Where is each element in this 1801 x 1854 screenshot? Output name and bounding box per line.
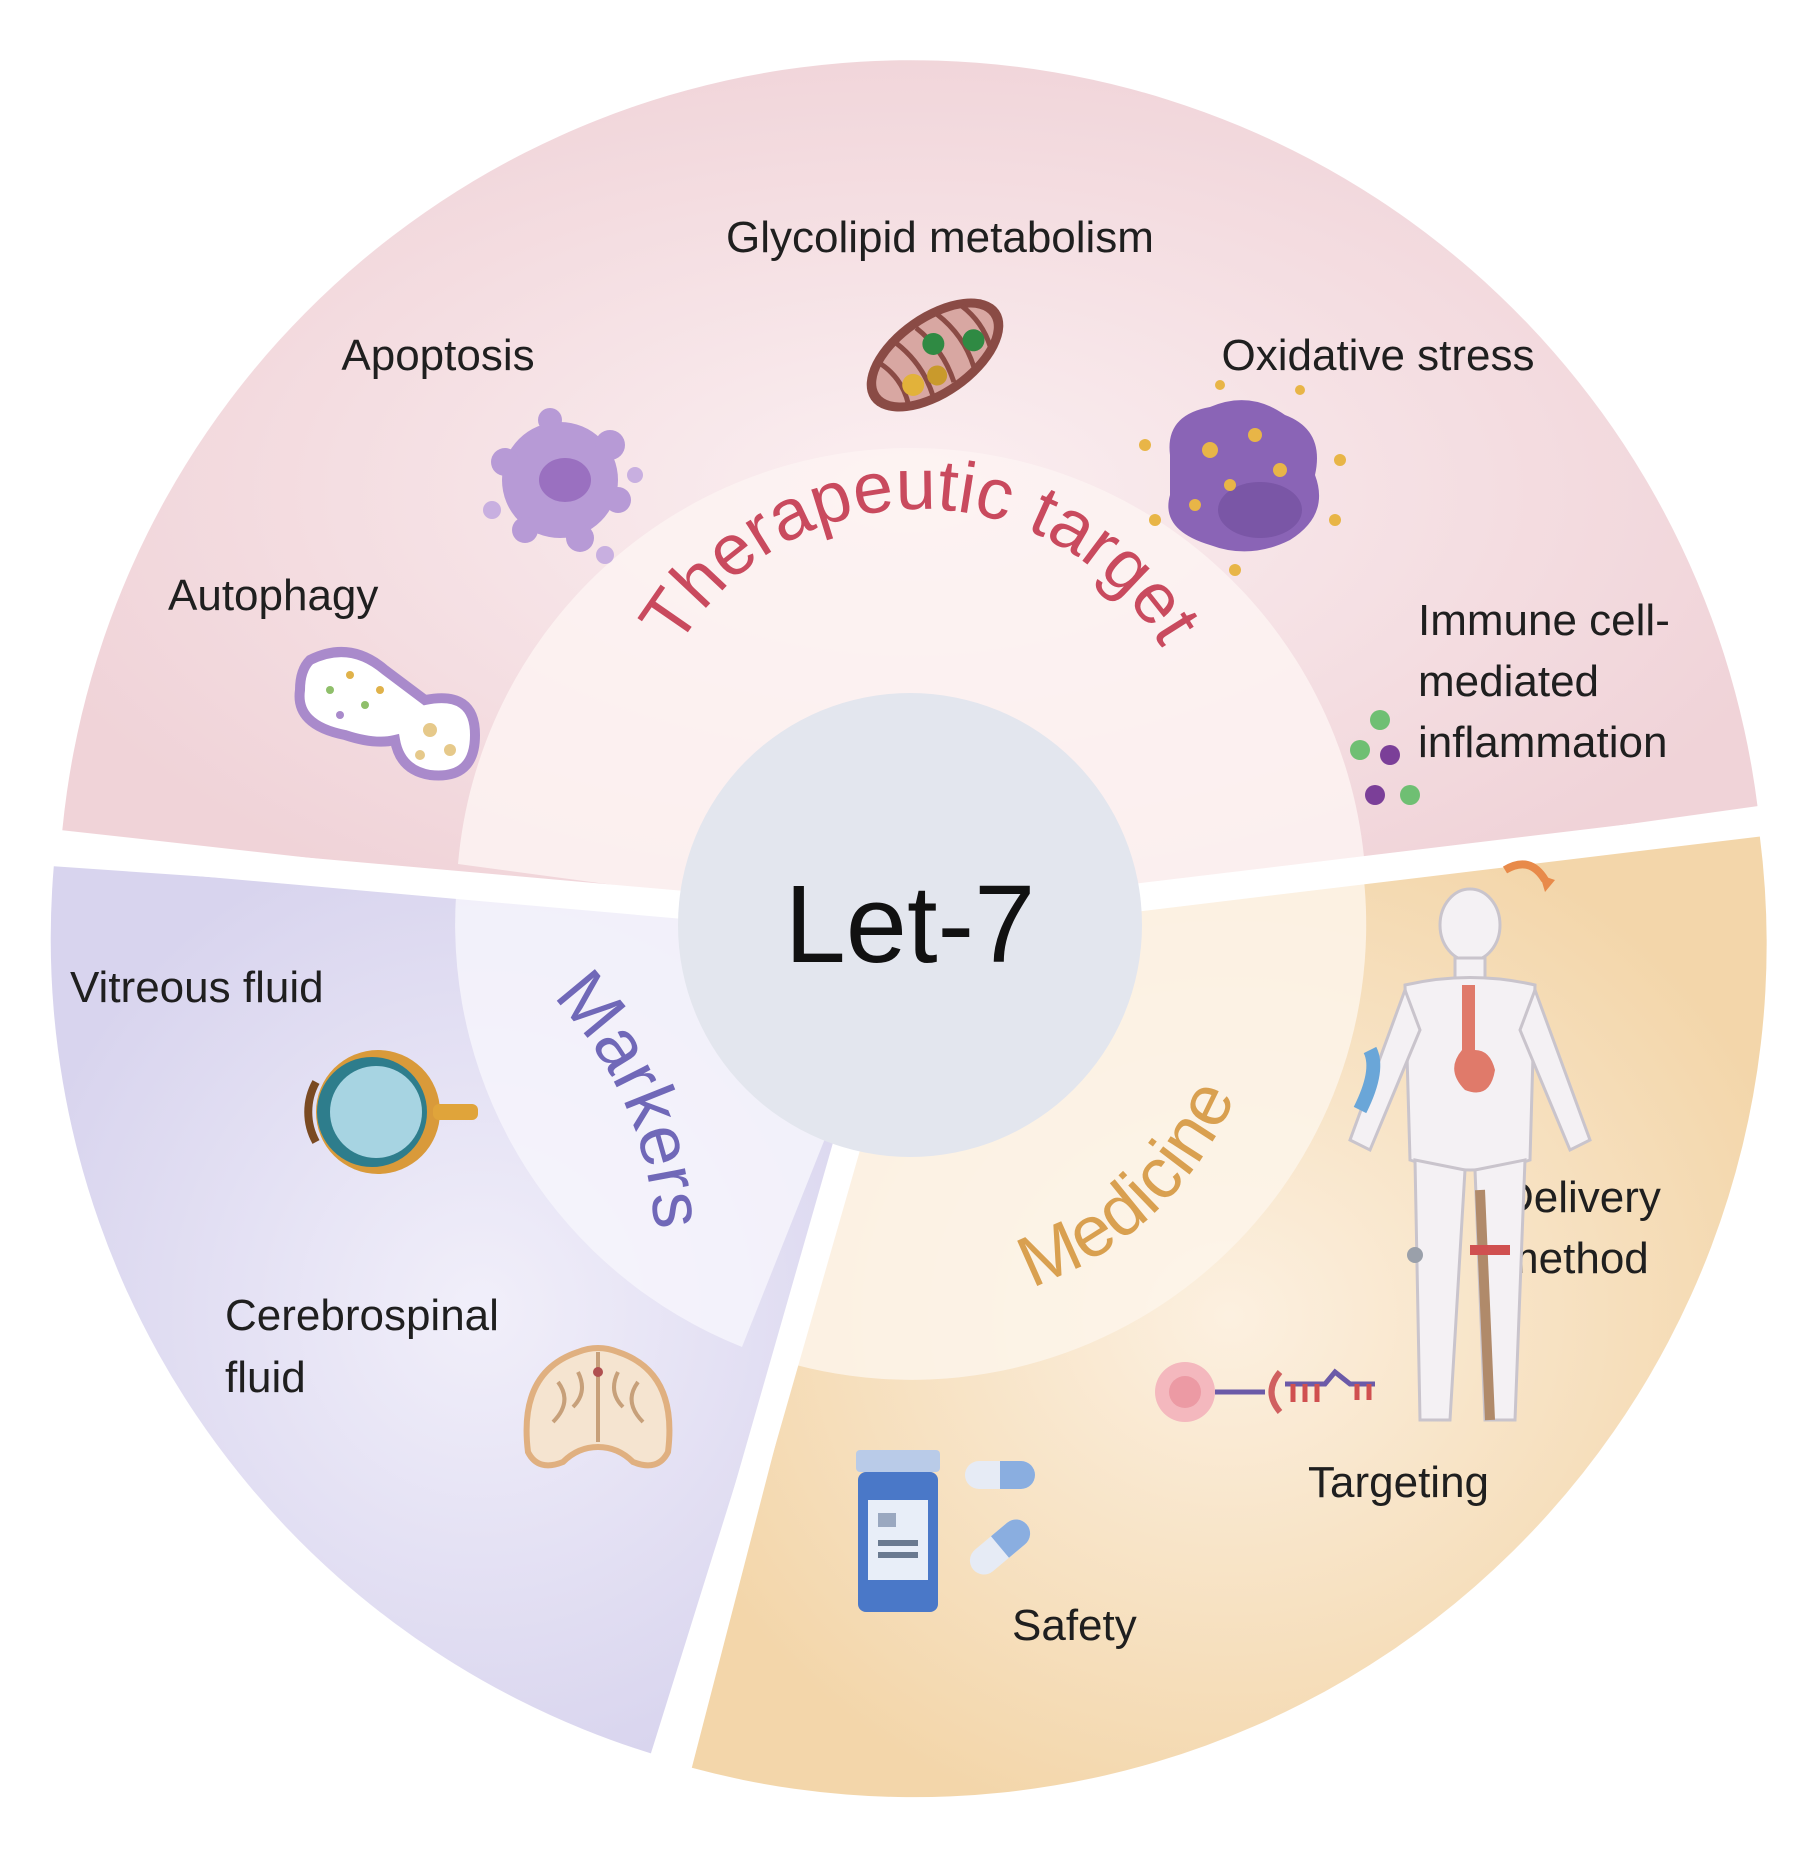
label-vitreous: Vitreous fluid (70, 963, 324, 1012)
therapeutic-inner-ring (458, 447, 1364, 925)
label-apoptosis: Apoptosis (341, 331, 534, 380)
label-csf-2: fluid (225, 1353, 306, 1402)
label-immune-1: Immune cell- (1418, 596, 1670, 645)
human-body-icon (1348, 860, 1592, 1422)
label-oxidative: Oxidative stress (1222, 331, 1535, 380)
center-label: Let-7 (785, 863, 1036, 986)
label-safety: Safety (1012, 1601, 1137, 1650)
label-csf-1: Cerebrospinal (225, 1291, 499, 1340)
label-delivery-2: method (1502, 1234, 1649, 1283)
targeting-molecule-icon (1155, 1362, 1375, 1422)
label-delivery-1: Delivery (1502, 1173, 1661, 1222)
mitochondrion-icon (866, 298, 1004, 412)
label-glycolipid: Glycolipid metabolism (726, 213, 1154, 262)
oxidative-cell-icon (1139, 380, 1346, 576)
brain-icon (523, 1345, 673, 1469)
autophagosome-icon (294, 647, 481, 781)
immune-cells-icon (1350, 710, 1420, 805)
label-targeting: Targeting (1308, 1458, 1489, 1507)
label-immune-3: inflammation (1418, 718, 1667, 767)
eye-icon (304, 1050, 478, 1174)
center-circle (678, 693, 1142, 1157)
apoptotic-cell-icon (483, 408, 643, 564)
pill-bottle-icon (856, 1450, 940, 1612)
label-autophagy: Autophagy (168, 571, 378, 620)
capsule-icon (965, 1461, 1035, 1575)
label-immune-2: mediated (1418, 657, 1599, 706)
